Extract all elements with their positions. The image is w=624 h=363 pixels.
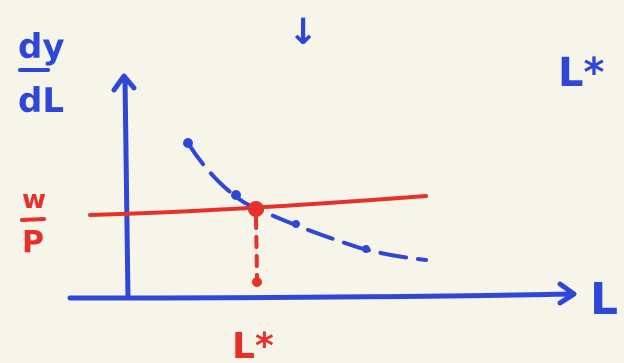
marginal-product-curve <box>186 141 428 262</box>
drop-line-end-dot <box>252 277 262 287</box>
red-label-numerator: w <box>22 185 46 215</box>
red-label-fraction-bar <box>20 217 46 222</box>
y-label-denominator: dL <box>18 81 64 121</box>
curve-dot <box>362 245 370 253</box>
drop-line-to-l-star <box>254 216 259 280</box>
y-axis <box>122 75 131 301</box>
top-arrow-mark: ↓ <box>288 12 318 53</box>
l-star-top-right-label: L* <box>558 50 604 96</box>
y-label-numerator: dy <box>18 27 65 67</box>
l-star-bottom-label: L* <box>232 326 274 363</box>
x-axis-arrowhead <box>557 281 577 306</box>
curve-dot <box>183 138 193 148</box>
intersection-point <box>248 201 264 217</box>
x-axis <box>67 291 575 301</box>
curve-dot <box>231 190 241 200</box>
red-label-denominator: P <box>22 225 44 260</box>
y-axis-arrowhead <box>111 73 137 93</box>
x-axis-label: L <box>590 274 618 325</box>
curve-dot <box>292 220 300 228</box>
